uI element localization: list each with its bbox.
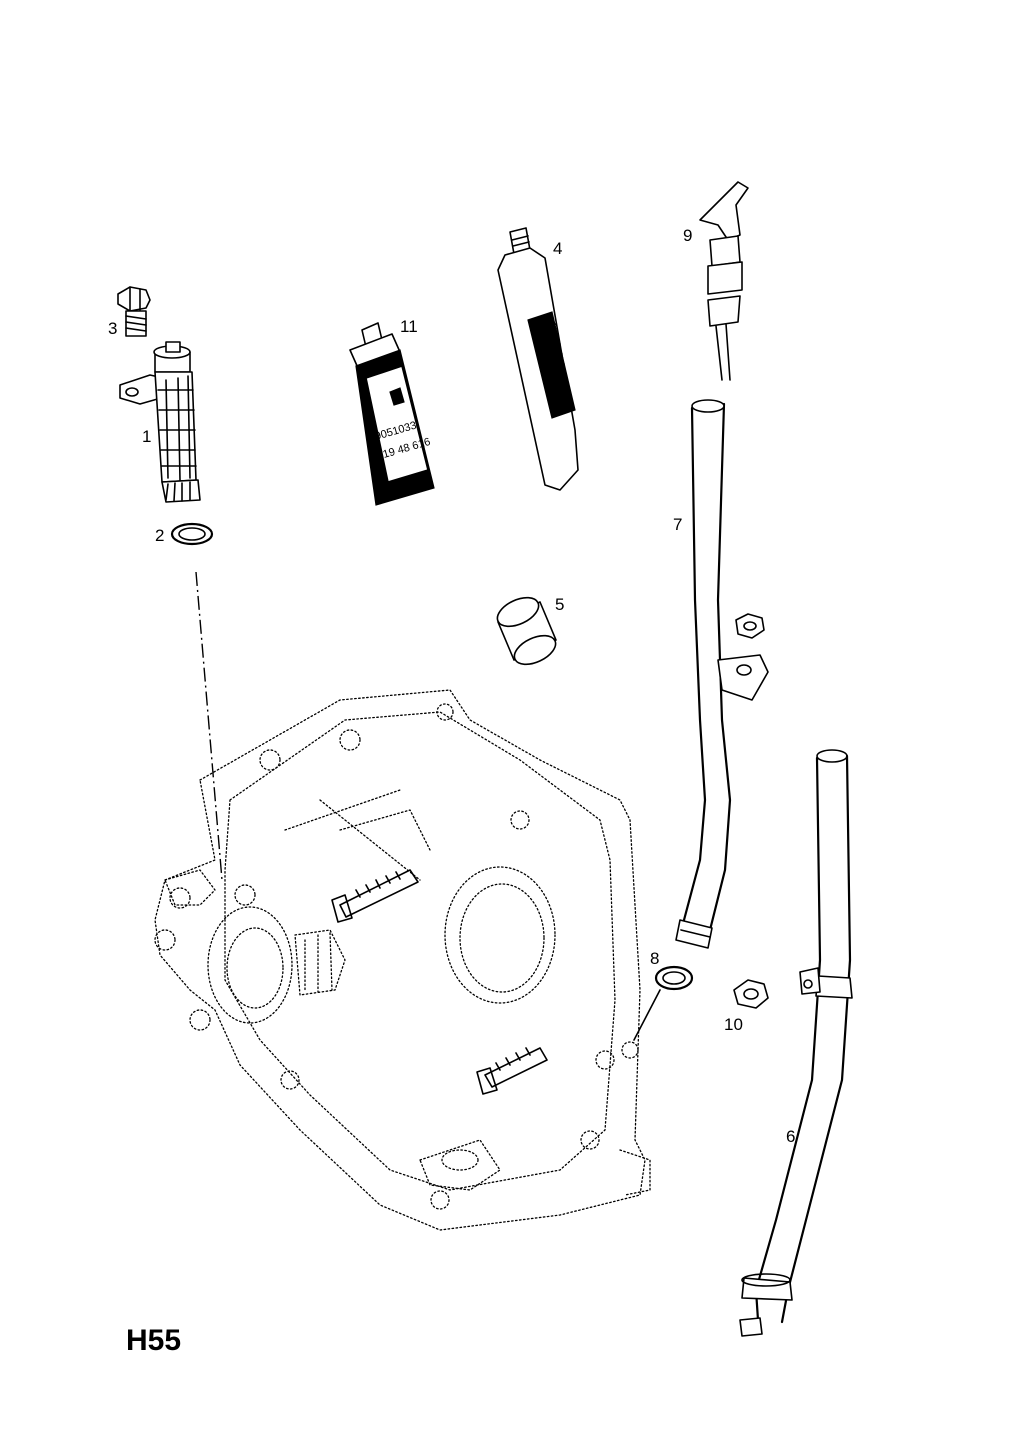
speedo-drive-part-1 <box>119 341 201 503</box>
callout-10: 10 <box>724 1015 743 1034</box>
leader-line-8 <box>633 989 661 1041</box>
seal-ring-part-8 <box>654 965 694 991</box>
callout-2: 2 <box>155 526 165 545</box>
callout-8: 8 <box>650 949 660 968</box>
callout-7: 7 <box>673 515 683 534</box>
callout-6: 6 <box>786 1127 796 1146</box>
callout-1: 1 <box>142 427 152 446</box>
callout-5: 5 <box>555 595 565 614</box>
callout-3: 3 <box>108 319 118 338</box>
bolt-part-3 <box>117 286 151 337</box>
callout-11: 11 <box>400 317 418 336</box>
nut-part-10 <box>733 979 769 1009</box>
sheet-code: H55 <box>126 1324 182 1357</box>
seal-ring-part-2 <box>170 522 214 546</box>
dipstick-tube-part-6 <box>739 749 853 1337</box>
dipstick-part-9 <box>699 181 749 381</box>
sealant-tube-part-11 <box>349 322 435 506</box>
bushing-part-5 <box>496 596 557 666</box>
guide-tube-part-7 <box>675 399 769 949</box>
transmission-housing <box>154 689 651 1231</box>
leader-line-2 <box>195 571 223 881</box>
callout-9: 9 <box>683 226 693 245</box>
grease-tube-part-4 <box>497 227 579 491</box>
callout-4: 4 <box>553 239 563 258</box>
